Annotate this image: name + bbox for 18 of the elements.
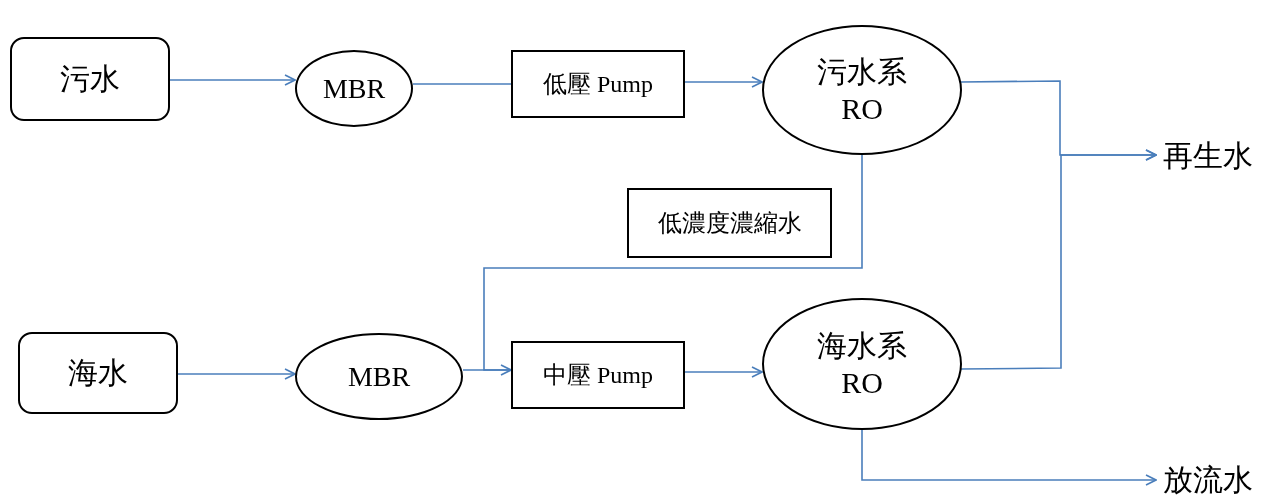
arrow <box>861 429 1157 486</box>
source-box: 海水 <box>18 332 178 414</box>
output-label: 放流水 <box>1158 461 1258 499</box>
process-box: 低濃度濃縮水 <box>627 188 832 258</box>
process-ellipse: 海水系 RO <box>762 298 962 430</box>
source-box: 污水 <box>10 37 170 121</box>
process-box: 中壓 Pump <box>511 341 685 409</box>
process-ellipse: 污水系 RO <box>762 25 962 155</box>
arrow <box>684 366 763 378</box>
output-label: 再生水 <box>1158 135 1258 177</box>
arrow <box>483 154 863 376</box>
process-ellipse: MBR <box>295 50 413 127</box>
process-box: 低壓 Pump <box>511 50 685 118</box>
arrow <box>169 74 296 86</box>
arrow <box>177 368 296 380</box>
process-ellipse: MBR <box>295 333 463 420</box>
arrow <box>960 149 1157 370</box>
arrow <box>684 76 763 88</box>
